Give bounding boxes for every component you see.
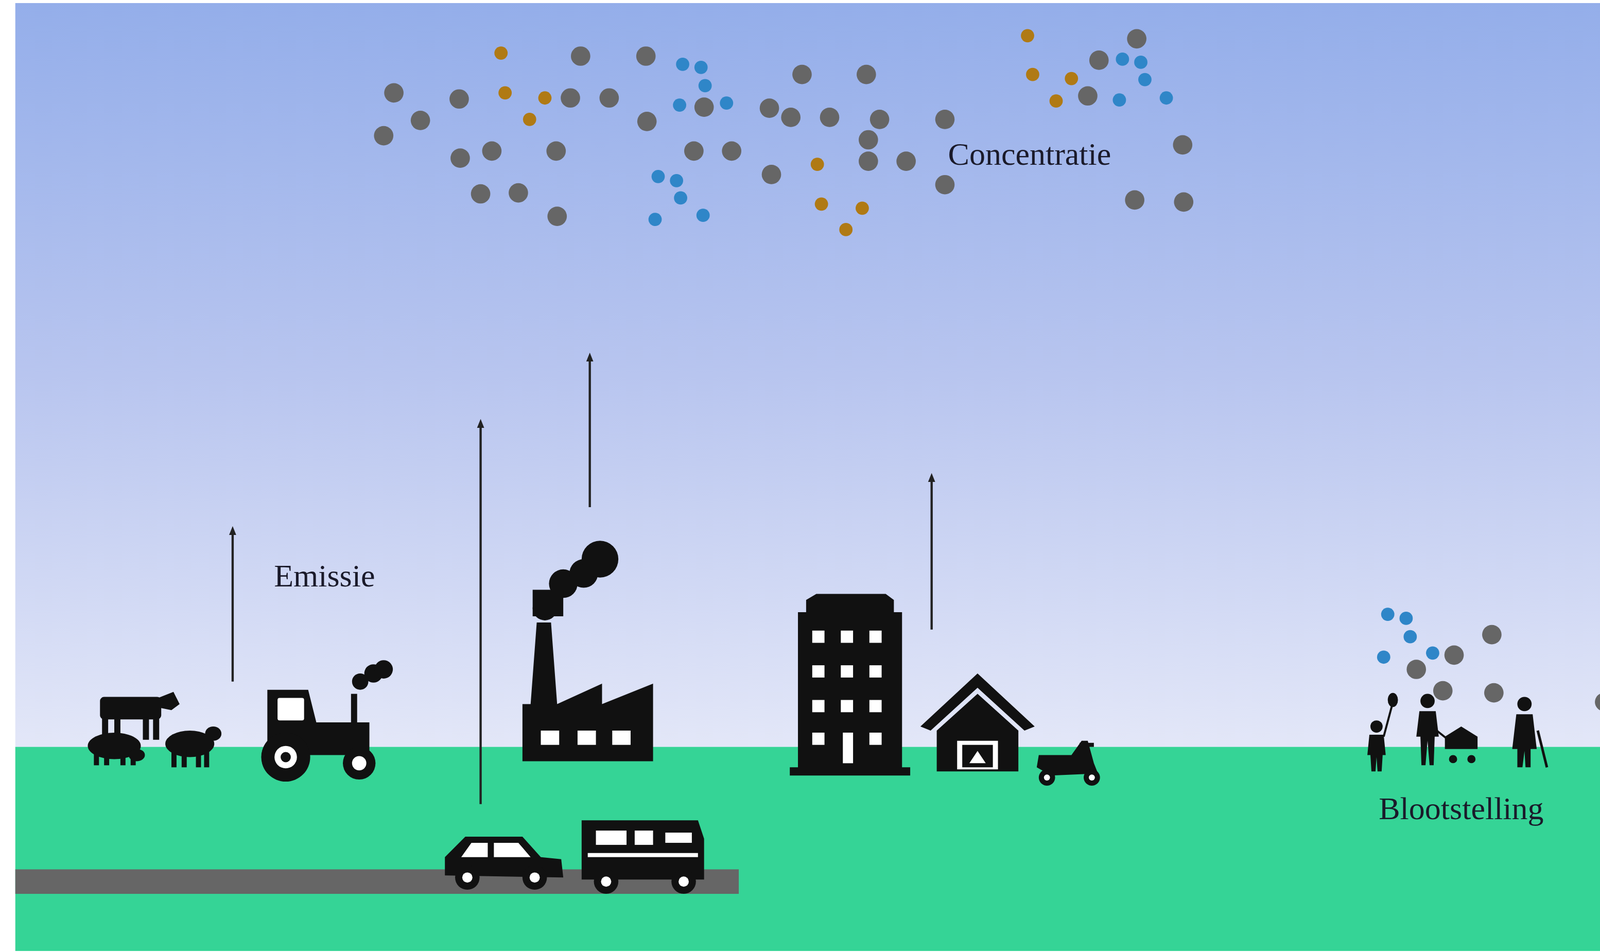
particle-dot (449, 89, 469, 109)
particle-dot (1381, 607, 1395, 621)
particle-dot (673, 191, 688, 205)
particle-dot (1138, 73, 1152, 87)
apartment-building (789, 593, 911, 776)
particle-dot (373, 126, 394, 146)
windows (812, 630, 882, 764)
particle-dot (523, 112, 537, 127)
particle-dot (1173, 192, 1194, 213)
particle-dot (935, 109, 955, 130)
particle-dot (471, 184, 491, 204)
emission-arrows (232, 357, 932, 805)
particle-dot (1444, 645, 1465, 665)
particle-dot (1126, 28, 1147, 49)
people (1367, 692, 1547, 772)
particle-dot (648, 212, 663, 226)
particle-dot (810, 157, 825, 171)
particle-dot (450, 148, 471, 168)
vehicles (444, 820, 704, 894)
particle-dot (1399, 611, 1414, 625)
particle-dot (935, 175, 955, 195)
particle-dot (546, 141, 566, 161)
particle-dot (538, 91, 552, 105)
particle-dot (839, 222, 853, 237)
factory (522, 540, 654, 761)
scooter (1036, 740, 1101, 786)
particle-dot (721, 141, 742, 161)
particle-dot (494, 46, 508, 60)
particle-dot (858, 151, 879, 171)
particle-dot (1064, 72, 1078, 86)
particle-dot (1049, 94, 1064, 108)
concentration-label: Concentratie (948, 136, 1112, 172)
particle-dot (547, 206, 567, 226)
particle-dot (696, 208, 710, 222)
particle-dot (637, 111, 657, 132)
emission-label: Emissie (273, 558, 375, 594)
particle-dot (820, 107, 840, 128)
particle-dot (1159, 91, 1174, 105)
tractor (261, 659, 393, 782)
particle-dot (1112, 93, 1127, 107)
particle-dot (1594, 692, 1600, 712)
particle-dot (694, 60, 708, 75)
particle-dot (636, 46, 656, 66)
particle-dots (373, 28, 1504, 703)
particle-dot (1020, 28, 1035, 43)
particle-dot (669, 174, 684, 188)
particle-dot (1406, 659, 1426, 680)
particle-dot (675, 57, 690, 72)
particle-dot (698, 79, 712, 93)
particle-dot (384, 83, 404, 103)
particle-dot (498, 85, 512, 100)
particle-dot (672, 98, 687, 112)
particle-dot (1425, 646, 1440, 660)
particle-dot (1484, 683, 1504, 703)
particle-dot (858, 130, 879, 150)
particle-dot (870, 109, 890, 130)
particle-dot (1025, 67, 1040, 82)
particle-dot (814, 197, 829, 211)
particle-dot (761, 164, 782, 185)
particle-dot (560, 88, 581, 108)
particle-dot (855, 201, 869, 215)
particle-dot (792, 64, 812, 85)
particle-dot (1433, 681, 1453, 701)
particle-dot (694, 97, 715, 117)
particle-dot (508, 183, 529, 203)
exposure-label: Blootstelling (1378, 790, 1544, 826)
particle-dot (1403, 630, 1417, 644)
particle-dot (1482, 624, 1502, 645)
particle-dot (482, 141, 502, 161)
ground (15, 746, 1600, 951)
particle-dot (1124, 190, 1145, 211)
particle-dot (780, 107, 801, 128)
particle-dot (599, 88, 620, 108)
particle-dot (1377, 650, 1391, 664)
particle-dot (1077, 85, 1098, 106)
particle-dot (570, 46, 591, 66)
particle-dot (1089, 50, 1109, 71)
particle-dot (719, 96, 734, 110)
house (920, 673, 1035, 772)
particle-dot (759, 98, 780, 118)
particle-dot (1172, 135, 1193, 155)
particle-dot (410, 110, 431, 131)
livestock (87, 691, 222, 768)
particle-dot (896, 151, 916, 171)
particle-dot (651, 169, 666, 184)
particle-dot (1115, 52, 1129, 66)
particle-dot (856, 64, 877, 85)
particle-dot (1134, 55, 1148, 69)
particle-dot (684, 141, 704, 161)
